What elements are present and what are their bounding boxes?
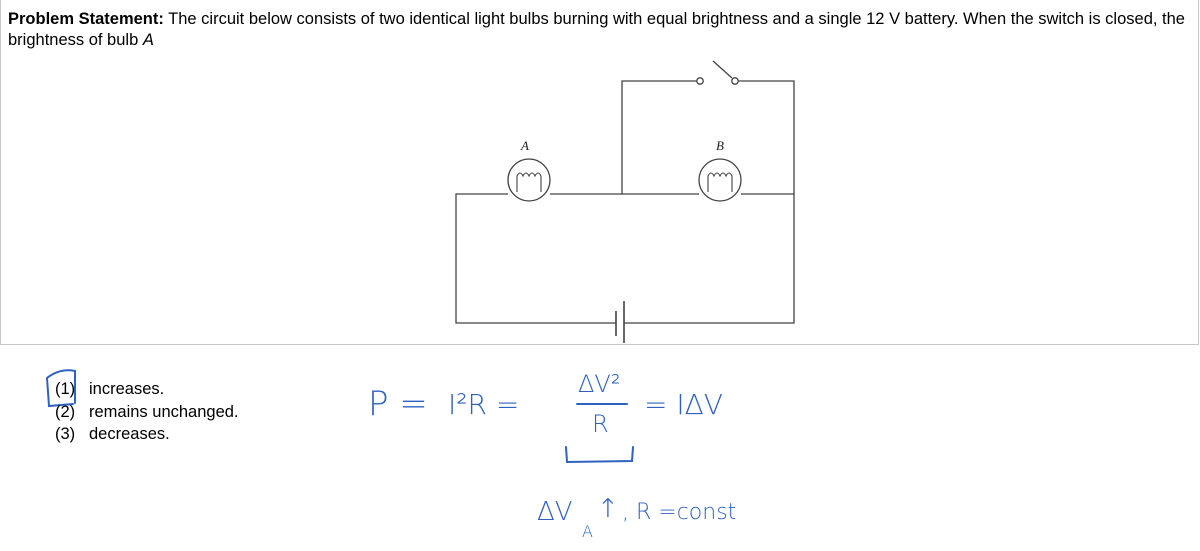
bulb-b-label: B <box>716 138 724 153</box>
eq-rhs: = IΔV <box>644 388 723 421</box>
problem-label: Problem Statement: <box>8 10 164 28</box>
wires <box>455 80 795 324</box>
switch <box>696 60 739 85</box>
note-up-arrow: ↑ <box>597 494 619 524</box>
option-2[interactable]: (2) remains unchanged. <box>55 401 239 424</box>
option-text: increases. <box>89 380 165 398</box>
option-text: remains unchanged. <box>89 402 239 421</box>
option-1[interactable]: (1) increases. <box>55 378 239 401</box>
bulb-a <box>507 158 551 202</box>
option-number: (3) <box>55 425 76 443</box>
eq-p: P = <box>368 384 428 424</box>
eq-numerator: ΔV² <box>578 370 621 398</box>
eq-denominator: R <box>592 410 609 438</box>
note-delta-v: ΔV <box>537 497 573 527</box>
bulb-a-label: A <box>520 138 529 153</box>
note-rest: , R =const <box>622 500 737 525</box>
answer-selection-box <box>46 369 76 408</box>
note-subscript: A <box>582 522 593 541</box>
answer-options: (1) increases. (2) remains unchanged. (3) d… <box>55 378 239 446</box>
problem-bulb-ref: A <box>142 31 154 49</box>
option-number: (1) <box>55 380 76 398</box>
bracket-mark <box>565 446 634 464</box>
problem-statement: Problem Statement: The circuit below con… <box>8 9 1193 51</box>
problem-text: The circuit below consists of two identi… <box>8 10 1185 49</box>
handwritten-marks <box>46 369 634 464</box>
option-3[interactable]: (3) decreases. <box>55 423 239 446</box>
eq-i2r: I²R = <box>448 388 520 421</box>
option-text: decreases. <box>89 425 170 443</box>
bulb-b <box>698 158 742 202</box>
battery <box>615 301 625 343</box>
option-number: (2) <box>55 402 76 421</box>
problem-box <box>0 0 1199 345</box>
